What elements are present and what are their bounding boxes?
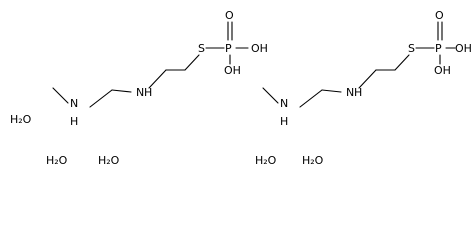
o-atom-top: O	[225, 9, 234, 22]
molecule-2-bonds	[262, 21, 456, 108]
water-label: H₂O	[98, 154, 120, 167]
bond-n-c3	[358, 69, 377, 89]
n-atom-left: N	[280, 97, 288, 110]
bond-c1-c2	[321, 89, 342, 93]
molecule-1: N H N H S P O OH OH	[52, 9, 268, 128]
oh-group-right: OH	[455, 42, 472, 55]
n-atom-left: N	[70, 97, 78, 110]
h-atom-left: H	[280, 115, 288, 128]
bond-n-c3	[148, 69, 167, 89]
water-label: H₂O	[46, 154, 68, 167]
h-atom-left: H	[70, 115, 78, 128]
bond-methyl-n	[262, 87, 279, 104]
bond-c4-s	[184, 54, 200, 71]
oh-group-right: OH	[251, 42, 268, 55]
n-atom-mid: N	[136, 86, 144, 99]
molecule-2: N H N H S P O OH OH	[262, 9, 472, 128]
s-atom: S	[198, 42, 205, 55]
p-atom: P	[435, 42, 442, 55]
bond-c1-c2	[111, 89, 132, 93]
bond-n-c1	[299, 89, 323, 108]
s-atom: S	[408, 42, 415, 55]
water-label: H₂O	[302, 154, 324, 167]
oh-group-bottom: OH	[224, 64, 241, 77]
h-atom-mid: H	[354, 86, 362, 99]
bond-methyl-n	[52, 87, 69, 104]
oh-group-bottom: OH	[434, 64, 451, 77]
structure-diagram: N H N H S P O OH OH N H N H S P O OH	[10, 9, 472, 167]
h-atom-mid: H	[144, 86, 152, 99]
o-atom-top: O	[435, 9, 444, 22]
p-atom: P	[225, 42, 232, 55]
water-label: H₂O	[10, 113, 32, 126]
bond-n-c1	[89, 89, 113, 108]
n-atom-mid: N	[346, 86, 354, 99]
molecule-1-bonds	[52, 21, 249, 108]
bond-c4-s	[394, 54, 410, 71]
water-label: H₂O	[255, 154, 277, 167]
